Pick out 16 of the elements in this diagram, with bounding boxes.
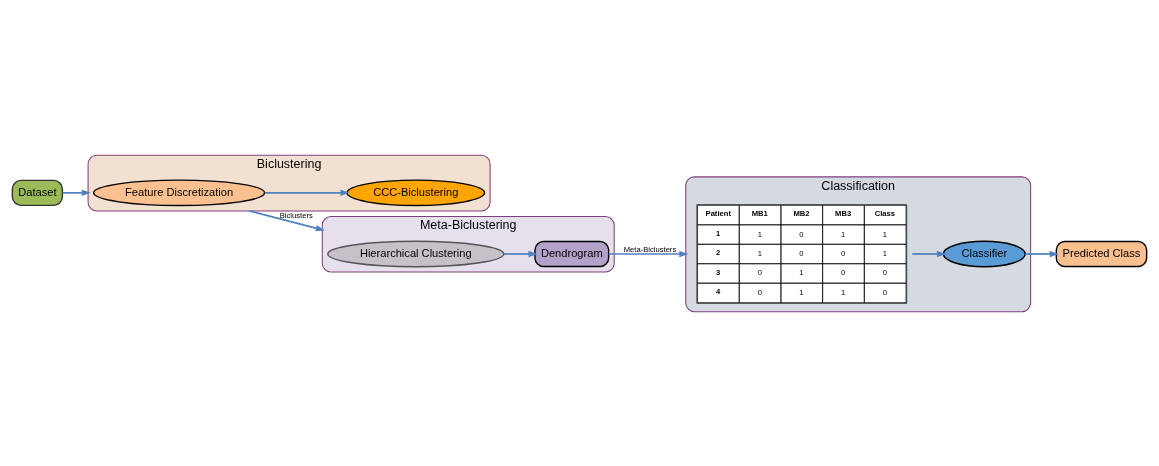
- arrow: [607, 250, 689, 257]
- arrow: [248, 209, 325, 231]
- node-box: Dataset: [11, 179, 64, 206]
- node-ellipse: Feature Discretization: [92, 178, 266, 206]
- node-ellipse: Hierarchical Clustering: [327, 240, 505, 267]
- node-box: Dendrogram: [534, 240, 610, 267]
- node-ellipse: CCC-Biclustering: [346, 178, 486, 206]
- node-box: Predicted Class: [1055, 240, 1148, 267]
- arrow: [502, 250, 538, 257]
- arrow: [1024, 250, 1059, 257]
- edge-label: Biclusters: [279, 210, 313, 220]
- arrow: [263, 189, 350, 196]
- arrow: [61, 189, 91, 196]
- edge-label: Meta-Biclusters: [623, 244, 677, 254]
- node-ellipse: Classifier: [942, 240, 1026, 267]
- arrow: [911, 250, 946, 257]
